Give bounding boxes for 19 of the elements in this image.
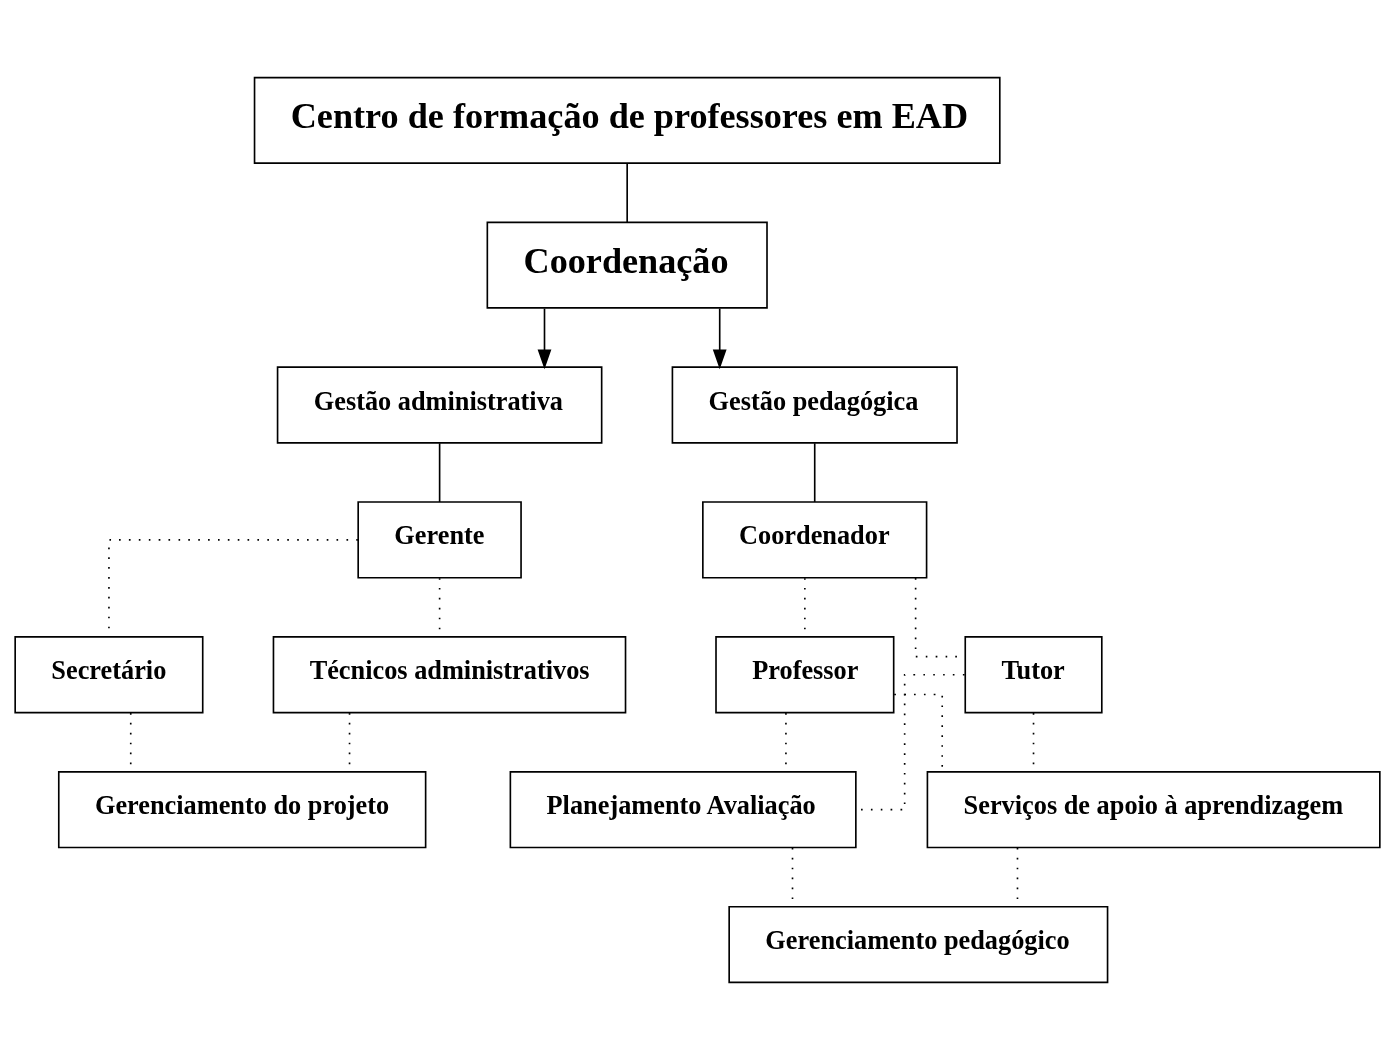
connector bbox=[626, 162, 628, 223]
node-box: Gerenciamento do projeto bbox=[57, 770, 427, 848]
node-box: Técnicos administrativos bbox=[272, 635, 627, 713]
node-box: Coordenador bbox=[702, 500, 928, 579]
node-box: Gestão administrativa bbox=[276, 365, 603, 444]
node-box: Gerente bbox=[357, 500, 522, 579]
node-box: Planejamento Avaliação bbox=[509, 770, 857, 848]
arrow bbox=[712, 307, 727, 369]
connector bbox=[438, 441, 441, 503]
arrow bbox=[537, 307, 552, 369]
node-box: Professor bbox=[715, 635, 895, 713]
node-box: Gerenciamento pedagógico bbox=[728, 905, 1109, 983]
node-box: Tutor bbox=[964, 635, 1103, 713]
node-box: Gestão pedagógica bbox=[671, 365, 958, 444]
node-box: Serviços de apoio à aprendizagem bbox=[926, 770, 1381, 848]
connector bbox=[813, 441, 816, 503]
node-box: Secretário bbox=[14, 635, 204, 713]
node-box: Centro de formação de professores em EAD bbox=[253, 76, 1001, 164]
node-box: Coordenação bbox=[486, 221, 768, 309]
